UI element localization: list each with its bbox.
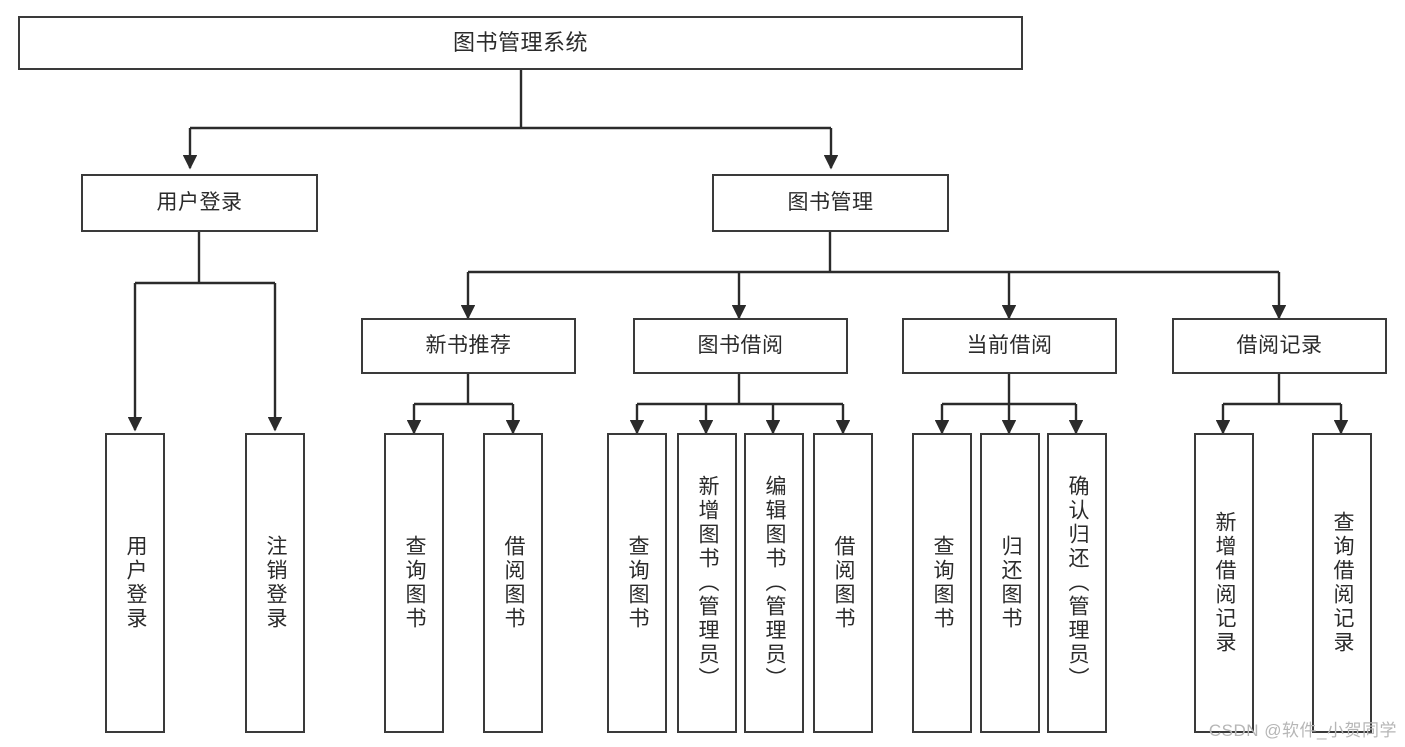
node-leaf-confirm-return-label: 确认归还（管理员）: [1066, 475, 1090, 691]
node-borrow-record-label: 借阅记录: [1236, 333, 1323, 357]
node-leaf-query-book-1[interactable]: 查询图书: [384, 433, 444, 733]
node-leaf-borrow-book-1[interactable]: 借阅图书: [483, 433, 543, 733]
node-new-book-recommend[interactable]: 新书推荐: [361, 318, 576, 374]
watermark-text: CSDN @软件_小贺同学: [1208, 721, 1397, 740]
node-leaf-borrow-book-2-label: 借阅图书: [832, 535, 856, 631]
node-leaf-confirm-return[interactable]: 确认归还（管理员）: [1047, 433, 1107, 733]
node-leaf-add-record-label: 新增借阅记录: [1213, 511, 1237, 655]
node-leaf-query-record[interactable]: 查询借阅记录: [1312, 433, 1372, 733]
node-new-book-recommend-label: 新书推荐: [425, 333, 512, 357]
node-leaf-query-book-3[interactable]: 查询图书: [912, 433, 972, 733]
node-current-borrow[interactable]: 当前借阅: [902, 318, 1117, 374]
node-leaf-add-book-label: 新增图书（管理员）: [696, 475, 720, 691]
node-book-borrow-label: 图书借阅: [697, 333, 784, 357]
node-leaf-query-record-label: 查询借阅记录: [1331, 511, 1355, 655]
node-leaf-logout-login-label: 注销登录: [264, 535, 288, 631]
node-leaf-query-book-3-label: 查询图书: [931, 535, 955, 631]
node-leaf-user-login-label: 用户登录: [124, 535, 148, 631]
node-leaf-query-book-2[interactable]: 查询图书: [607, 433, 667, 733]
node-leaf-edit-book-label: 编辑图书（管理员）: [763, 475, 787, 691]
node-user-login-label: 用户登录: [156, 190, 243, 214]
node-leaf-borrow-book-2[interactable]: 借阅图书: [813, 433, 873, 733]
node-leaf-query-book-2-label: 查询图书: [626, 535, 650, 631]
node-book-borrow[interactable]: 图书借阅: [633, 318, 848, 374]
node-book-management[interactable]: 图书管理: [712, 174, 949, 232]
node-book-management-label: 图书管理: [787, 190, 874, 214]
node-current-borrow-label: 当前借阅: [966, 333, 1053, 357]
node-leaf-logout-login[interactable]: 注销登录: [245, 433, 305, 733]
node-leaf-return-book[interactable]: 归还图书: [980, 433, 1040, 733]
node-leaf-edit-book[interactable]: 编辑图书（管理员）: [744, 433, 804, 733]
node-root[interactable]: 图书管理系统: [18, 16, 1023, 70]
node-leaf-user-login[interactable]: 用户登录: [105, 433, 165, 733]
node-borrow-record[interactable]: 借阅记录: [1172, 318, 1387, 374]
node-leaf-query-book-1-label: 查询图书: [403, 535, 427, 631]
node-leaf-return-book-label: 归还图书: [999, 535, 1023, 631]
node-leaf-borrow-book-1-label: 借阅图书: [502, 535, 526, 631]
node-leaf-add-record[interactable]: 新增借阅记录: [1194, 433, 1254, 733]
node-root-label: 图书管理系统: [452, 30, 588, 56]
node-user-login[interactable]: 用户登录: [81, 174, 318, 232]
node-leaf-add-book[interactable]: 新增图书（管理员）: [677, 433, 737, 733]
